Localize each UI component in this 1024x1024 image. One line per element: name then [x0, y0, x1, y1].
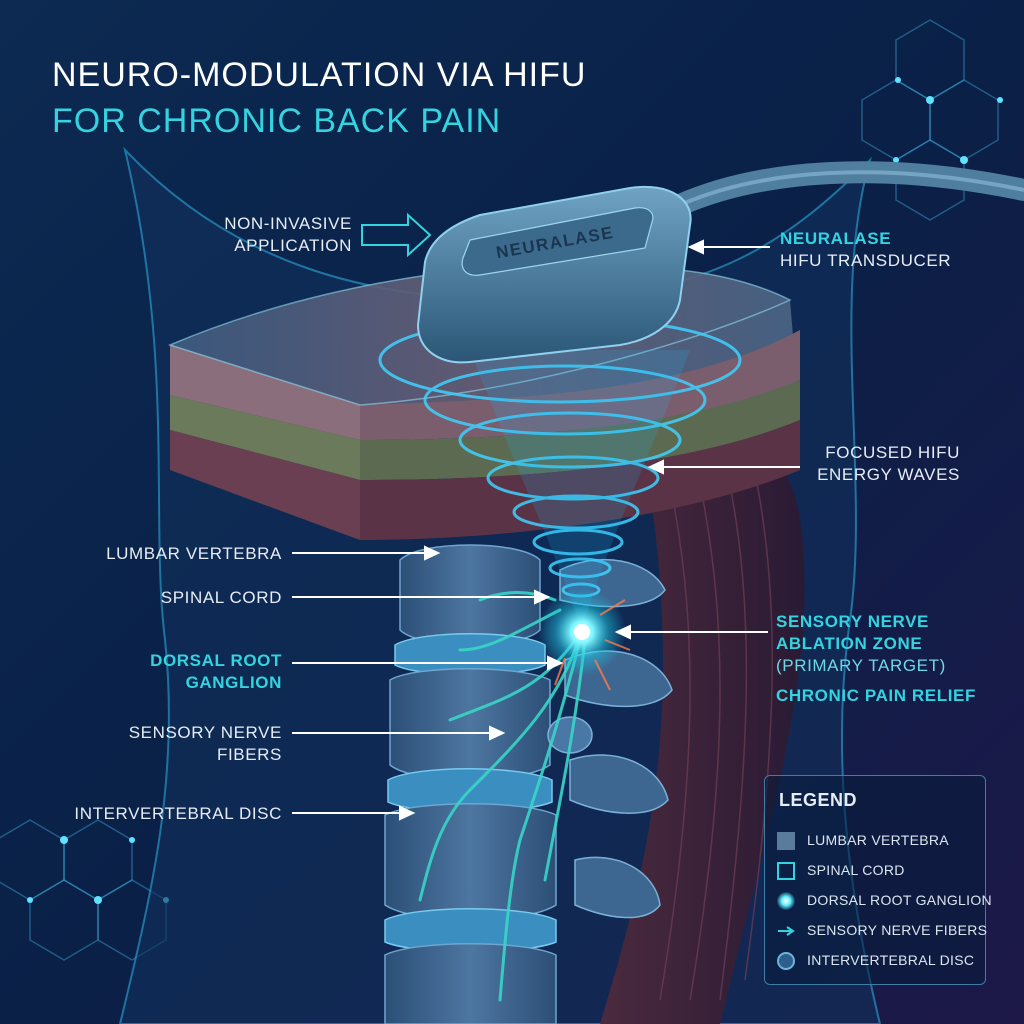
hifu-transducer: NEURALASE: [416, 185, 692, 364]
callout-arrows: [292, 239, 800, 821]
arrow-icon: [778, 926, 795, 936]
vertebral-column: [384, 544, 673, 1024]
application-arrow-icon: [361, 212, 432, 258]
label-spinal-cord: SPINAL CORD: [160, 588, 282, 607]
square-filled-icon: [777, 832, 795, 850]
label-transducer: NEURALASE HIFU TRANSDUCER: [780, 229, 952, 270]
label-sensory-nerve-fibers: SENSORY NERVE FIBERS: [128, 723, 282, 764]
legend-title: LEGEND: [779, 790, 858, 810]
page-subtitle: FOR CHRONIC BACK PAIN: [52, 102, 502, 140]
ablation-sparks: [554, 599, 631, 691]
back-muscle: [600, 420, 805, 1024]
label-ablation-zone: SENSORY NERVE ABLATION ZONE (PRIMARY TAR…: [776, 612, 976, 705]
energy-beam: [470, 350, 690, 632]
label-non-invasive-application: NON-INVASIVE APPLICATION: [224, 214, 352, 255]
legend: LEGEND LUMBAR VERTEBRA SPINAL CORD DORSA…: [764, 775, 992, 985]
glow-dot-icon: [777, 892, 795, 910]
label-lumbar-vertebra: LUMBAR VERTEBRA: [106, 544, 282, 563]
label-dorsal-root-ganglion: DORSAL ROOT GANGLION: [150, 651, 282, 692]
label-intervertebral-disc: INTERVERTEBRAL DISC: [74, 804, 282, 823]
network-node-dots: [27, 77, 1003, 904]
label-energy-waves: FOCUSED HIFU ENERGY WAVES: [817, 443, 960, 484]
circle-icon: [777, 952, 795, 970]
square-outline-icon: [777, 862, 795, 880]
dorsal-root-ganglion: [574, 624, 590, 640]
page-title: NEURO-MODULATION VIA HIFU: [52, 56, 587, 94]
